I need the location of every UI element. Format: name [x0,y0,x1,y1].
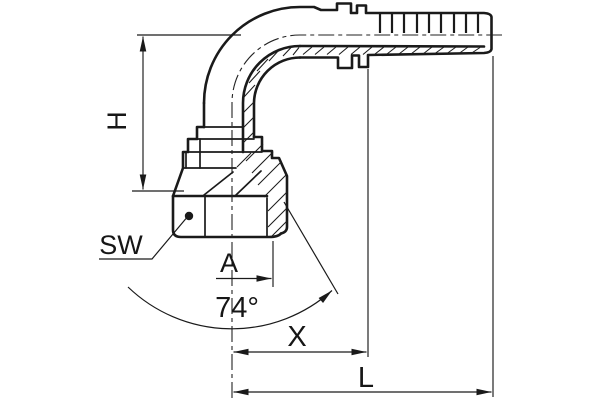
x-label: X [287,321,306,353]
dim-a [216,241,274,287]
cone-angle [127,201,339,330]
center-lines [231,34,502,398]
sw-callout [99,218,187,260]
dim-x [233,69,369,357]
l-label: L [358,362,374,394]
bend-center-line [231,34,502,398]
sw-label: SW [99,230,143,260]
dim-h [132,34,241,192]
bend-hatch [242,46,300,144]
dim-l [233,56,494,397]
angle-arc [127,286,333,330]
barb-ribs [378,13,480,33]
h-label: H [102,111,132,131]
outer-silhouette [202,2,493,105]
a-label: A [220,248,238,278]
skirt-right-outline [252,135,289,235]
flange-nut-outline [171,125,283,239]
skirt-hatch [236,143,288,237]
section-hatching [236,46,481,237]
nipple-hatch [302,46,481,55]
seat-cone-left [203,171,234,196]
fitting-internal-lines [182,126,268,238]
seat-cone-right [235,170,262,196]
bend-bore-arc [241,44,302,154]
elbow-body [171,2,493,239]
nipple-bore-edge [298,44,486,48]
angle-label: 74° [215,292,259,324]
sw-leader-line [99,218,187,260]
sw-reference-dot [184,211,194,221]
barb-rib-lines [378,13,480,33]
bend-inner-wall-arc [252,56,302,139]
cone-flank-line [283,201,339,295]
